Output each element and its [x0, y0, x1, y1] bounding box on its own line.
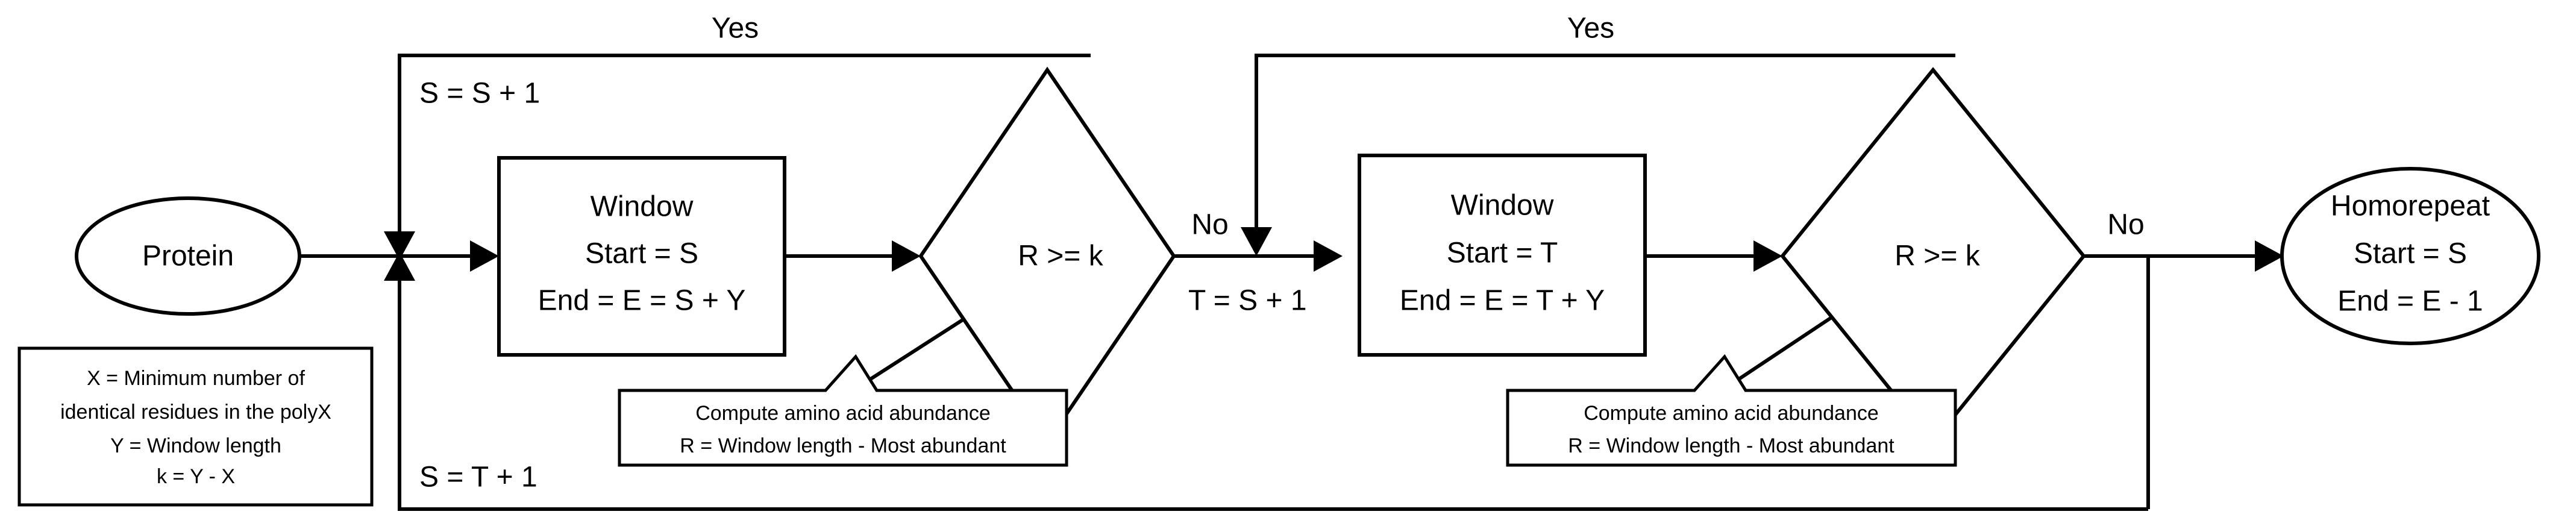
edge-label-assign-t: T = S + 1 [1188, 285, 1307, 317]
edge-window2-to-decision2 [1645, 240, 1782, 272]
node-window-1[interactable]: Window Start = S End = E = S + Y [497, 156, 786, 357]
legend-rect [17, 346, 374, 507]
arrowhead-into-decision2 [1753, 240, 1782, 272]
callout-1-box [618, 354, 1068, 467]
arrowhead-into-window2 [1314, 240, 1343, 272]
edge-yes-loop-left [384, 54, 1091, 260]
homorepeat-ellipse [2280, 167, 2540, 345]
legend-line-1: X = Minimum number of [87, 367, 305, 390]
edge-label-yes-right: Yes [1567, 13, 1614, 45]
edge-label-increment-s: S = S + 1 [419, 78, 540, 110]
edge-label-yes-left: Yes [712, 13, 759, 45]
callout-1-line-1: Compute amino acid abundance [695, 402, 991, 425]
edge-decision1-no-to-window2 [1174, 240, 1343, 272]
window-2-line-3: End = E = T + Y [1400, 285, 1605, 317]
protein-label: Protein [142, 240, 234, 272]
window-1-line-3: End = E = S + Y [538, 285, 746, 317]
window-2-line-1: Window [1451, 190, 1554, 222]
node-decision-2[interactable]: R >= k [1780, 67, 2086, 445]
window-2-rect [1358, 154, 1647, 357]
arrowhead-into-decision1 [892, 240, 921, 272]
node-decision-1[interactable]: R >= k [918, 66, 1176, 446]
edge-label-assign-s-from-t: S = T + 1 [419, 462, 537, 493]
arrowhead-into-window1 [470, 240, 499, 272]
node-callout-2[interactable]: Compute amino acid abundance R = Window … [1506, 354, 1957, 467]
legend-line-3: Y = Window length [110, 434, 281, 457]
window-2-line-2: Start = T [1447, 237, 1558, 269]
homorepeat-line-3: End = E - 1 [2337, 286, 2483, 318]
window-1-line-1: Window [591, 191, 694, 223]
arrowhead-yes-loop-right [1241, 227, 1272, 256]
edge-label-no-left: No [1191, 209, 1228, 241]
callout-2-line-1: Compute amino acid abundance [1584, 402, 1879, 425]
node-homorepeat[interactable]: Homorepeat Start = S End = E - 1 [2280, 167, 2540, 345]
node-callout-1[interactable]: Compute amino acid abundance R = Window … [618, 354, 1068, 467]
decision-2-label: R >= k [1894, 240, 1980, 272]
legend-line-2: identical residues in the polyX [60, 401, 331, 424]
callout-2-line-2: R = Window length - Most abundant [1568, 434, 1894, 457]
edge-decision2-no-to-end [2084, 240, 2284, 272]
edge-yes-loop-right [1241, 54, 1955, 256]
callout-2-box [1506, 354, 1957, 467]
node-protein[interactable]: Protein [75, 196, 301, 316]
arrowhead-yes-loop-left [384, 231, 415, 260]
edge-window1-to-decision1 [785, 240, 921, 272]
edge-merge-to-window1 [400, 240, 499, 272]
edge-reset-loop-bottom [384, 252, 2148, 511]
homorepeat-line-2: Start = S [2354, 238, 2467, 270]
protein-ellipse [75, 196, 301, 316]
decision-1-label: R >= k [1018, 240, 1103, 272]
arrowhead-into-end [2255, 240, 2284, 272]
callout-1-line-2: R = Window length - Most abundant [680, 434, 1006, 457]
arrowhead-reset-loop-bottom [384, 252, 415, 281]
node-legend[interactable]: X = Minimum number of identical residues… [17, 346, 374, 507]
window-1-line-2: Start = S [585, 238, 698, 270]
edge-label-no-right: No [2107, 209, 2144, 241]
legend-line-4: k = Y - X [157, 465, 235, 488]
homorepeat-line-1: Homorepeat [2331, 190, 2490, 222]
node-window-2[interactable]: Window Start = T End = E = T + Y [1358, 154, 1647, 357]
window-1-rect [497, 156, 786, 357]
